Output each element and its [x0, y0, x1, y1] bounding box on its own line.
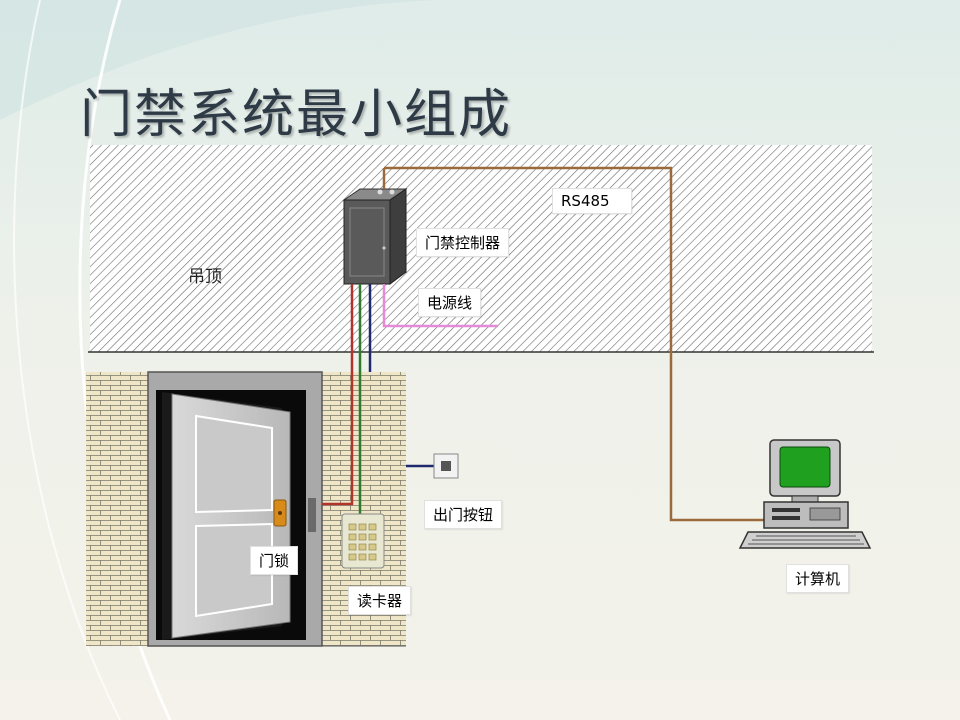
ceiling-label: 吊顶: [188, 267, 222, 287]
strike-plate: [308, 498, 316, 532]
card-reader-label: 读卡器: [348, 586, 412, 615]
computer-icon: [738, 439, 872, 549]
power-line-label: 电源线: [418, 288, 482, 317]
power-wire: [382, 284, 498, 328]
door-panel-top: [195, 414, 273, 514]
rs485-wire: [384, 166, 780, 522]
exit-button-label: 出门按钮: [424, 500, 503, 529]
controller-box-door: [349, 207, 385, 277]
rs485-label: RS485: [552, 188, 632, 214]
background-arc-2: [13, 0, 121, 720]
background-swoosh: [0, 0, 520, 120]
brick-wall-left: [86, 372, 148, 646]
door-lock-label: 门锁: [250, 546, 299, 575]
lock-wire: [322, 284, 354, 506]
keypad-keys: [348, 523, 377, 561]
keyhole-icon: [278, 511, 282, 515]
controller-box-side: [389, 188, 407, 285]
exit-button-center: [441, 461, 451, 471]
computer-label: 计算机: [786, 564, 850, 593]
controller-hole-2: [389, 189, 395, 195]
page-title: 门禁系统最小组成: [80, 85, 513, 145]
controller-label: 门禁控制器: [416, 228, 510, 257]
controller-hole-1: [377, 189, 383, 195]
controller-box-icon: [343, 199, 391, 285]
controller-knob: [382, 246, 386, 250]
